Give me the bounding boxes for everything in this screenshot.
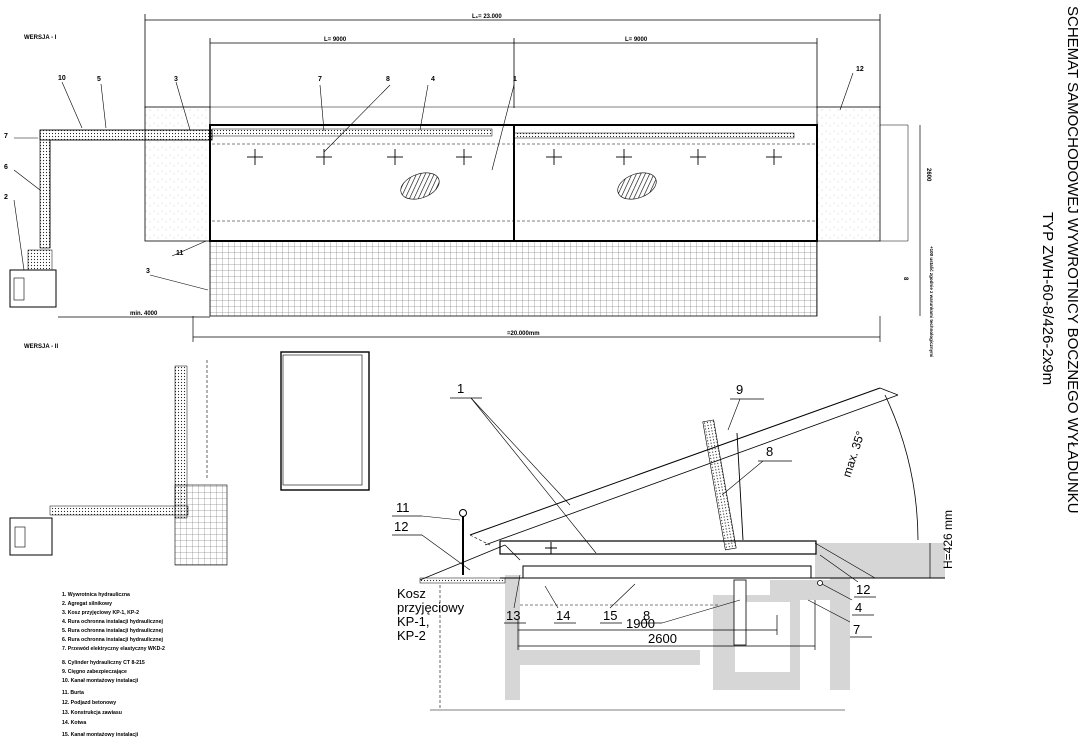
legend-item: 5. Rura ochronna instalacji hydrauliczne… <box>62 628 163 634</box>
cross-section: max. 35° H=426 mm 1900 2600 Kosz przyjęc… <box>392 381 955 711</box>
legend-item: 11. Burta <box>62 690 84 696</box>
callout-label: 3 <box>146 268 150 275</box>
legend-item: 4. Rura ochronna instalacji hydrauliczne… <box>62 619 163 625</box>
drawing-title-line1: SCHEMAT SAMOCHODOWEJ WYWROTNICY BOCZNEGO… <box>1064 6 1081 514</box>
callout-label: 11 <box>396 500 410 515</box>
callout-label: 3 <box>174 76 178 83</box>
legend-item: 1. Wywrotnica hydrauliczna <box>62 592 130 598</box>
callout-label: 8 <box>386 76 390 83</box>
callout-label: 12 <box>394 519 408 534</box>
callout-label: 4 <box>431 76 435 83</box>
kosz-label-line: Kosz <box>397 586 426 601</box>
callout-label: 10 <box>58 75 66 82</box>
dim-height: H=426 mm <box>941 510 955 569</box>
dim-width: 2600 <box>925 168 931 182</box>
dim-platform1: L= 9000 <box>324 37 347 43</box>
legend: 1. Wywrotnica hydrauliczna 2. Agregat si… <box>62 592 165 738</box>
plan-callouts: 10 5 7 6 2 3 11 3 7 8 4 1 12 <box>4 66 864 291</box>
legend-item: 14. Kotwa <box>62 720 86 726</box>
variant2-label: WERSJA - II <box>24 344 58 350</box>
legend-item: 10. Kanał montażowy instalacji <box>62 678 139 684</box>
kosz-label: Kosz przyjęciowy KP-1, KP-2 <box>397 586 465 643</box>
variant1-label: WERSJA - I <box>24 35 57 41</box>
callout-label: 12 <box>856 66 864 73</box>
callout-label: 8 <box>643 608 650 623</box>
dim-angle: max. 35° <box>840 429 868 479</box>
callout-label: 4 <box>855 600 862 615</box>
dim-platform2: L= 9000 <box>625 37 648 43</box>
legend-item: 15. Kanał montażowy instalacji <box>62 732 139 738</box>
callout-label: 13 <box>506 608 520 623</box>
legend-item: 3. Kosz przyjęciowy KP-1, KP-2 <box>62 610 139 616</box>
callout-label: 7 <box>853 622 860 637</box>
dim-min: min. 4000 <box>130 311 158 317</box>
callout-label: 5 <box>97 76 101 83</box>
legend-item: 6. Rura ochronna instalacji hydrauliczne… <box>62 637 163 643</box>
callout-label: 8 <box>766 444 773 459</box>
callout-label: 6 <box>4 164 8 171</box>
kosz-label-line: KP-1, <box>397 614 430 629</box>
dim-total-length: L₁= 23.000 <box>472 14 502 20</box>
legend-item: 9. Cięgno zabezpieczające <box>62 669 127 675</box>
legend-item: 8. Cylinder hydrauliczny CT 8-215 <box>62 660 145 666</box>
callout-label: 15 <box>603 608 617 623</box>
dim-pit-length: =20.000mm <box>507 331 540 337</box>
legend-item: 2. Agregat silnikowy <box>62 601 112 607</box>
callout-label: 7 <box>318 76 322 83</box>
legend-item: 7. Przewód elektryczny elastyczny WKD-2 <box>62 646 165 652</box>
dim-1900: 1900 <box>626 616 655 631</box>
dim-depth: 8 <box>902 277 908 281</box>
dim-level-note: +100 ustalić zgodnie z warunkami technol… <box>929 246 934 357</box>
plan-view: WERSJA - I L₁= 23.000 L= 9000 L= 9000 <box>4 14 934 357</box>
dim-2600: 2600 <box>648 631 677 646</box>
kosz-label-line: przyjęciowy <box>397 600 465 615</box>
kosz-label-line: KP-2 <box>397 628 426 643</box>
title-block: SCHEMAT SAMOCHODOWEJ WYWROTNICY BOCZNEGO… <box>1039 6 1081 514</box>
callout-label: 9 <box>736 382 743 397</box>
callout-label: 1 <box>513 76 517 83</box>
callout-label: 7 <box>4 133 8 140</box>
callout-label: 1 <box>457 381 464 396</box>
callout-label: 11 <box>176 250 184 257</box>
variant2-view: WERSJA - II <box>9 344 370 566</box>
callout-label: 14 <box>556 608 570 623</box>
legend-item: 13. Konstrukcja zawiasu <box>62 710 122 716</box>
section-callouts: 1 9 8 11 12 13 14 15 8 <box>392 381 876 638</box>
legend-item: 12. Podjazd betonowy <box>62 700 116 706</box>
callout-label: 2 <box>4 194 8 201</box>
callout-label: 12 <box>856 582 870 597</box>
drawing-title-line2: TYP ZWH-60-8/426-2x9m <box>1039 212 1056 385</box>
